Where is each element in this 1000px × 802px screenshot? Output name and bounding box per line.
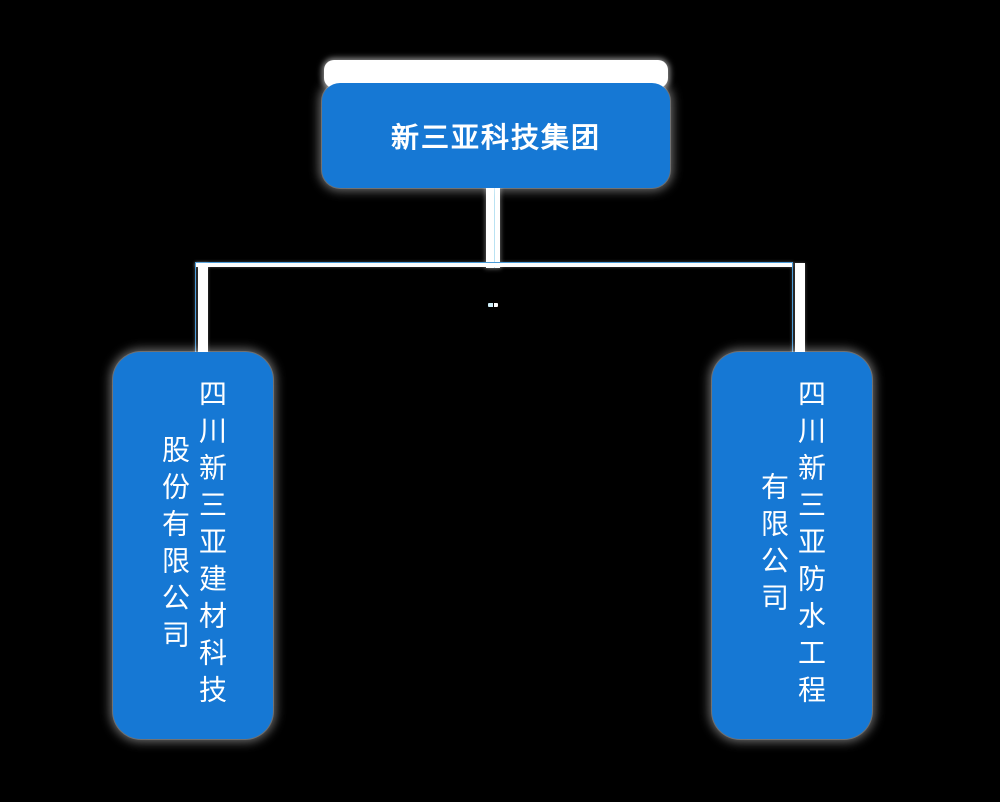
node-group-root[interactable]: 新三亚科技集团 (322, 83, 670, 188)
connector-left-vertical (195, 263, 208, 354)
subsidiary-name-line: 四川新三亚建材科技 (195, 379, 228, 712)
subsidiary-name-vertical-text: 四川新三亚防水工程 有限公司 (755, 352, 829, 739)
subsidiary-name-line: 有限公司 (757, 471, 790, 620)
subsidiary-name-line: 四川新三亚防水工程 (794, 379, 827, 712)
root-node-label: 新三亚科技集团 (390, 120, 601, 154)
subsidiary-name-line: 股份有限公司 (158, 434, 191, 657)
connector-horizontal (195, 262, 793, 267)
connector-right-vertical (792, 263, 805, 354)
junction-marker (488, 303, 498, 307)
node-subsidiary-waterproofing[interactable]: 四川新三亚防水工程 有限公司 (712, 352, 872, 739)
connector-root-vertical (486, 186, 500, 268)
node-subsidiary-building-materials[interactable]: 四川新三亚建材科技 股份有限公司 (113, 352, 273, 739)
subsidiary-name-vertical-text: 四川新三亚建材科技 股份有限公司 (156, 352, 230, 739)
